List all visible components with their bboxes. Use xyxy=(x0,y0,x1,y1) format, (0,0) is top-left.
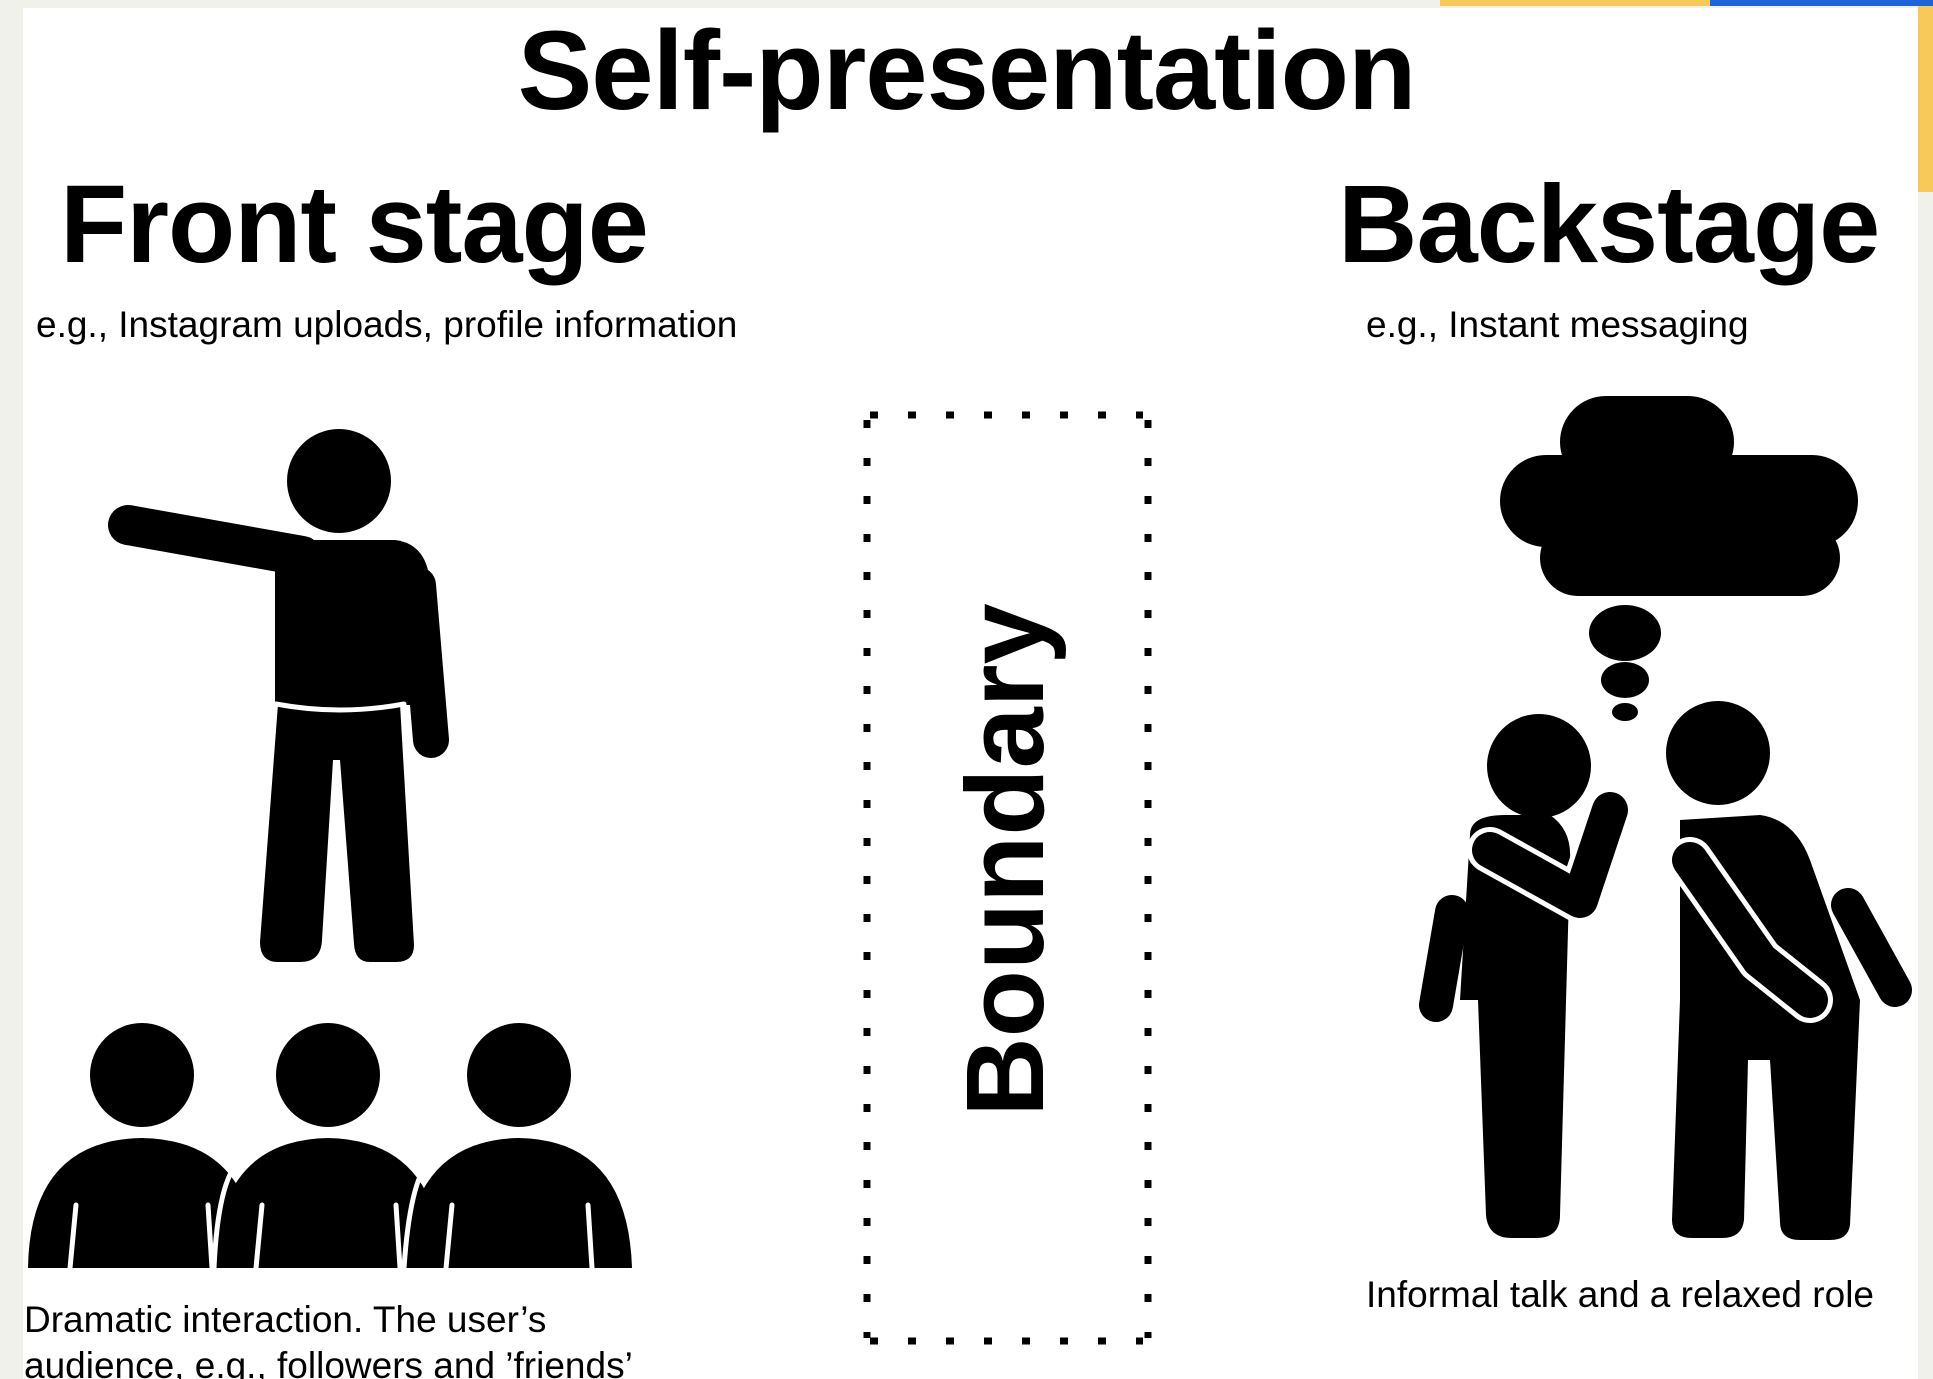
front-stage-heading: Front stage xyxy=(60,163,649,286)
corner-accent-yellow xyxy=(1440,0,1933,6)
backstage-example: e.g., Instant messaging xyxy=(1366,304,1749,345)
front-stage-caption: Dramatic interaction. The user’s audienc… xyxy=(24,1297,764,1379)
diagram-title: Self-presentation xyxy=(517,8,1417,133)
backstage-caption: Informal talk and a relaxed role xyxy=(1366,1274,1874,1315)
front-stage-caption-line1: Dramatic interaction. The user’s xyxy=(24,1299,547,1340)
backstage-heading: Backstage xyxy=(1338,163,1880,286)
corner-accent-side xyxy=(1918,6,1933,192)
corner-accent-blue xyxy=(1710,0,1933,6)
front-stage-example: e.g., Instagram uploads, profile informa… xyxy=(36,304,738,345)
front-stage-caption-line2: audience, e.g., followers and ’friends’ xyxy=(24,1345,633,1379)
